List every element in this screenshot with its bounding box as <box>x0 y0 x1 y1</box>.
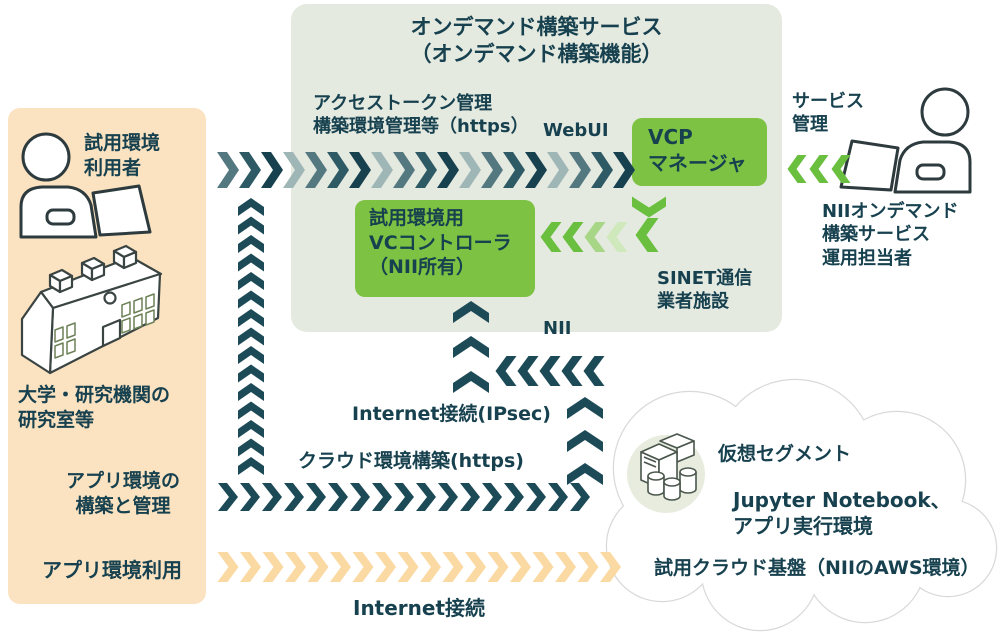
internet-label: Internet接続 <box>353 596 486 620</box>
app-use-label: アプリ環境利用 <box>42 558 182 582</box>
arrow-nii-left <box>495 356 605 386</box>
sinet-label: SINET通信業者施設 <box>657 268 753 313</box>
arrow-vcp-to-vc <box>540 222 628 252</box>
operator-label: NIIオンデマンド構築サービス運用担当者 <box>822 201 959 269</box>
service-mgmt-label: サービス管理 <box>792 91 864 136</box>
university-label: 大学・研究機関の研究室等 <box>18 384 171 431</box>
jupyter-label: Jupyter Notebook、アプリ実行環境 <box>733 488 951 538</box>
vc-controller-box <box>355 200 535 297</box>
arrow-operator-to-service <box>787 155 851 183</box>
nii-label: NII <box>543 318 572 339</box>
arrow-internet-right <box>217 552 621 582</box>
app-build-manage-label: アプリ環境の構築と管理 <box>65 470 180 517</box>
operator-icon <box>839 87 972 194</box>
webui-label: WebUI <box>543 120 609 141</box>
trial-user-label: 試用環境利用者 <box>84 132 161 179</box>
cloud-shape <box>605 378 998 632</box>
arrow-build-manage-up <box>238 198 264 475</box>
server-stack-icon <box>627 433 705 513</box>
service-title: オンデマンド構築サービス（オンデマンド構築機能） <box>410 15 663 67</box>
arrow-cloud-up <box>567 397 603 485</box>
arrow-cloud-build-right <box>218 483 590 511</box>
university-building-icon <box>20 244 163 375</box>
access-token-label: アクセストークン管理構築環境管理等（https） <box>313 93 529 138</box>
arrow-vcp-down <box>632 196 666 218</box>
ipsec-label: Internet接続(IPsec) <box>352 403 551 425</box>
trial-cloud-platform-label: 試用クラウド基盤（NIIのAWS環境） <box>654 557 980 579</box>
arrow-user-to-vcp-manager <box>217 152 635 188</box>
vcp-manager-box <box>632 118 767 186</box>
virtual-segment-label: 仮想セグメント <box>718 443 852 465</box>
cloud-build-label: クラウド環境構築(https) <box>298 450 524 472</box>
arrow-vcp-corner <box>635 218 659 252</box>
trial-user-icon <box>19 132 152 239</box>
arrow-sinet-up-to-vc <box>453 301 489 393</box>
